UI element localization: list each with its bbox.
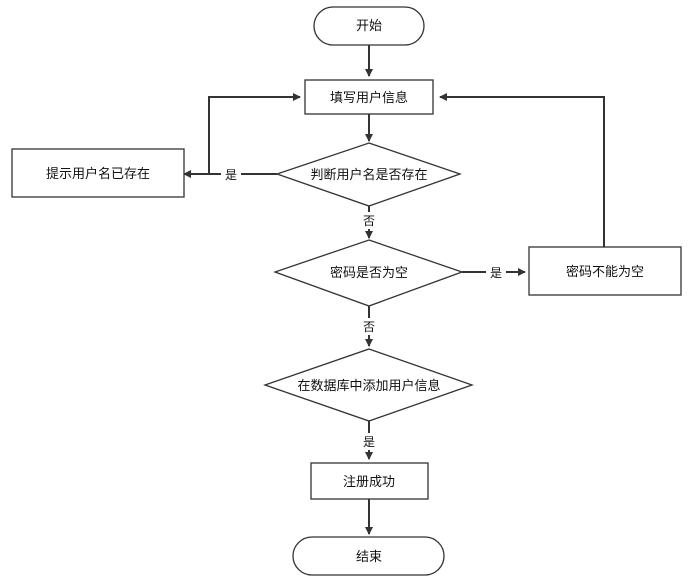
label-password-yes: 是 <box>490 266 502 280</box>
check-password-label: 密码是否为空 <box>330 265 408 281</box>
username-exists-label: 提示用户名已存在 <box>46 166 150 182</box>
end-label: 结束 <box>356 550 382 565</box>
label-db-yes: 是 <box>363 435 375 449</box>
check-password-diamond <box>273 239 464 307</box>
label-password-no: 否 <box>363 320 375 334</box>
node-fill-info: 填写用户信息 <box>304 79 434 115</box>
check-username-diamond <box>274 142 462 207</box>
label-username-yes: 是 <box>225 168 237 182</box>
fill-info-label: 填写用户信息 <box>330 90 408 106</box>
node-end: 结束 <box>292 536 445 576</box>
start-label: 开始 <box>356 19 382 34</box>
node-check-password: 密码是否为空 <box>273 239 464 307</box>
node-username-exists: 提示用户名已存在 <box>11 148 185 198</box>
username-exists-box <box>11 148 185 198</box>
password-empty-label: 密码不能为空 <box>566 264 644 280</box>
add-to-db-label: 在数据库中添加用户信息 <box>297 378 440 394</box>
end-terminal <box>292 536 445 576</box>
node-password-empty: 密码不能为空 <box>528 246 682 296</box>
label-username-no: 否 <box>363 214 375 228</box>
node-add-to-db: 在数据库中添加用户信息 <box>263 348 474 422</box>
node-register-success: 注册成功 <box>310 462 429 500</box>
edge-labels: 是 否 是 否 是 <box>221 166 506 450</box>
add-to-db-diamond <box>263 348 474 422</box>
start-terminal <box>313 6 425 46</box>
register-success-label: 注册成功 <box>343 475 395 490</box>
check-username-label: 判断用户名是否存在 <box>310 167 427 183</box>
edge-empty-to-fill <box>439 93 605 247</box>
register-success-box <box>310 462 429 500</box>
node-start: 开始 <box>313 6 425 46</box>
password-empty-box <box>528 246 682 296</box>
node-check-username: 判断用户名是否存在 <box>274 142 462 207</box>
fill-info-box <box>304 79 434 115</box>
edge-exists-to-fill <box>208 93 301 174</box>
